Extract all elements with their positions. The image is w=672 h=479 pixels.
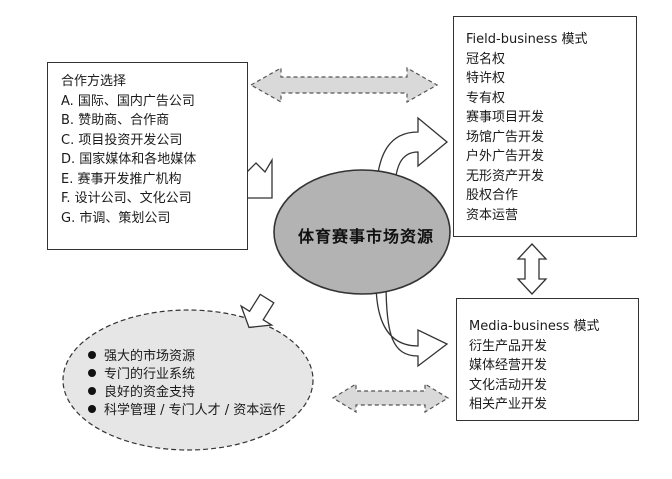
field-item: 专有权	[466, 90, 506, 106]
double-arrow-vertical-icon	[516, 243, 548, 295]
resources-ellipse	[62, 309, 314, 451]
media-item: 衍生产品开发	[469, 338, 548, 354]
curved-arrow-media-icon	[375, 281, 449, 368]
bullet-icon	[88, 351, 96, 359]
bullet-icon	[88, 369, 96, 377]
partner-item: E. 赛事开发推广机构	[61, 171, 182, 187]
media-item: 媒体经营开发	[469, 358, 548, 373]
resource-item-label: 强大的市场资源	[104, 349, 196, 364]
partner-item: F. 设计公司、文化公司	[61, 191, 192, 206]
center-ellipse	[273, 169, 451, 295]
field-item: 冠名权	[466, 51, 506, 67]
media-business-box: Media-business 模式 衍生产品开发 媒体经营开发 文化活动开发 相…	[456, 298, 639, 421]
center-label: 体育赛事市场资源	[297, 227, 434, 246]
resource-item: 科学管理 / 专门人才 / 资本运作	[88, 402, 285, 420]
resource-item-label: 专门的行业系统	[104, 367, 196, 382]
resources-group: 强大的市场资源 专门的行业系统 良好的资金支持 科学管理 / 专门人才 / 资本…	[68, 310, 308, 450]
bullet-icon	[88, 405, 96, 413]
resource-item: 专门的行业系统	[88, 366, 285, 384]
field-item: 无形资产开发	[466, 168, 545, 184]
field-item: 特许权	[466, 71, 506, 86]
media-business-title: Media-business 模式	[469, 319, 600, 334]
media-item: 文化活动开发	[469, 377, 548, 393]
field-item: 股权合作	[466, 188, 519, 203]
double-arrow-bottom-icon	[331, 382, 450, 414]
field-item: 赛事项目开发	[466, 110, 545, 125]
partners-title: 合作方选择	[61, 74, 127, 89]
bullet-icon	[88, 387, 96, 395]
partners-box: 合作方选择 A. 国际、国内广告公司 B. 赞助商、合作商 C. 项目投资开发公…	[47, 62, 248, 250]
media-item: 相关产业开发	[469, 397, 548, 412]
partner-item: D. 国家媒体和各地媒体	[61, 152, 197, 167]
field-business-box: Field-business 模式 冠名权 特许权 专有权 赛事项目开发 场馆广…	[453, 16, 637, 237]
resource-item-label: 良好的资金支持	[104, 385, 196, 400]
partner-item: B. 赞助商、合作商	[61, 113, 170, 128]
partner-item: A. 国际、国内广告公司	[61, 93, 195, 109]
arrow-resources-icon	[239, 293, 275, 329]
field-item: 户外广告开发	[466, 149, 545, 164]
resource-item: 强大的市场资源	[88, 348, 285, 366]
field-item: 资本运营	[466, 207, 519, 223]
resource-item: 良好的资金支持	[88, 384, 285, 402]
field-item: 场馆广告开发	[466, 129, 545, 145]
field-business-title: Field-business 模式	[466, 32, 588, 47]
resource-item-label: 科学管理 / 专门人才 / 资本运作	[104, 403, 286, 418]
partner-item: G. 市调、策划公司	[61, 210, 171, 226]
partner-item: C. 项目投资开发公司	[61, 132, 183, 148]
double-arrow-top-icon	[249, 66, 439, 104]
